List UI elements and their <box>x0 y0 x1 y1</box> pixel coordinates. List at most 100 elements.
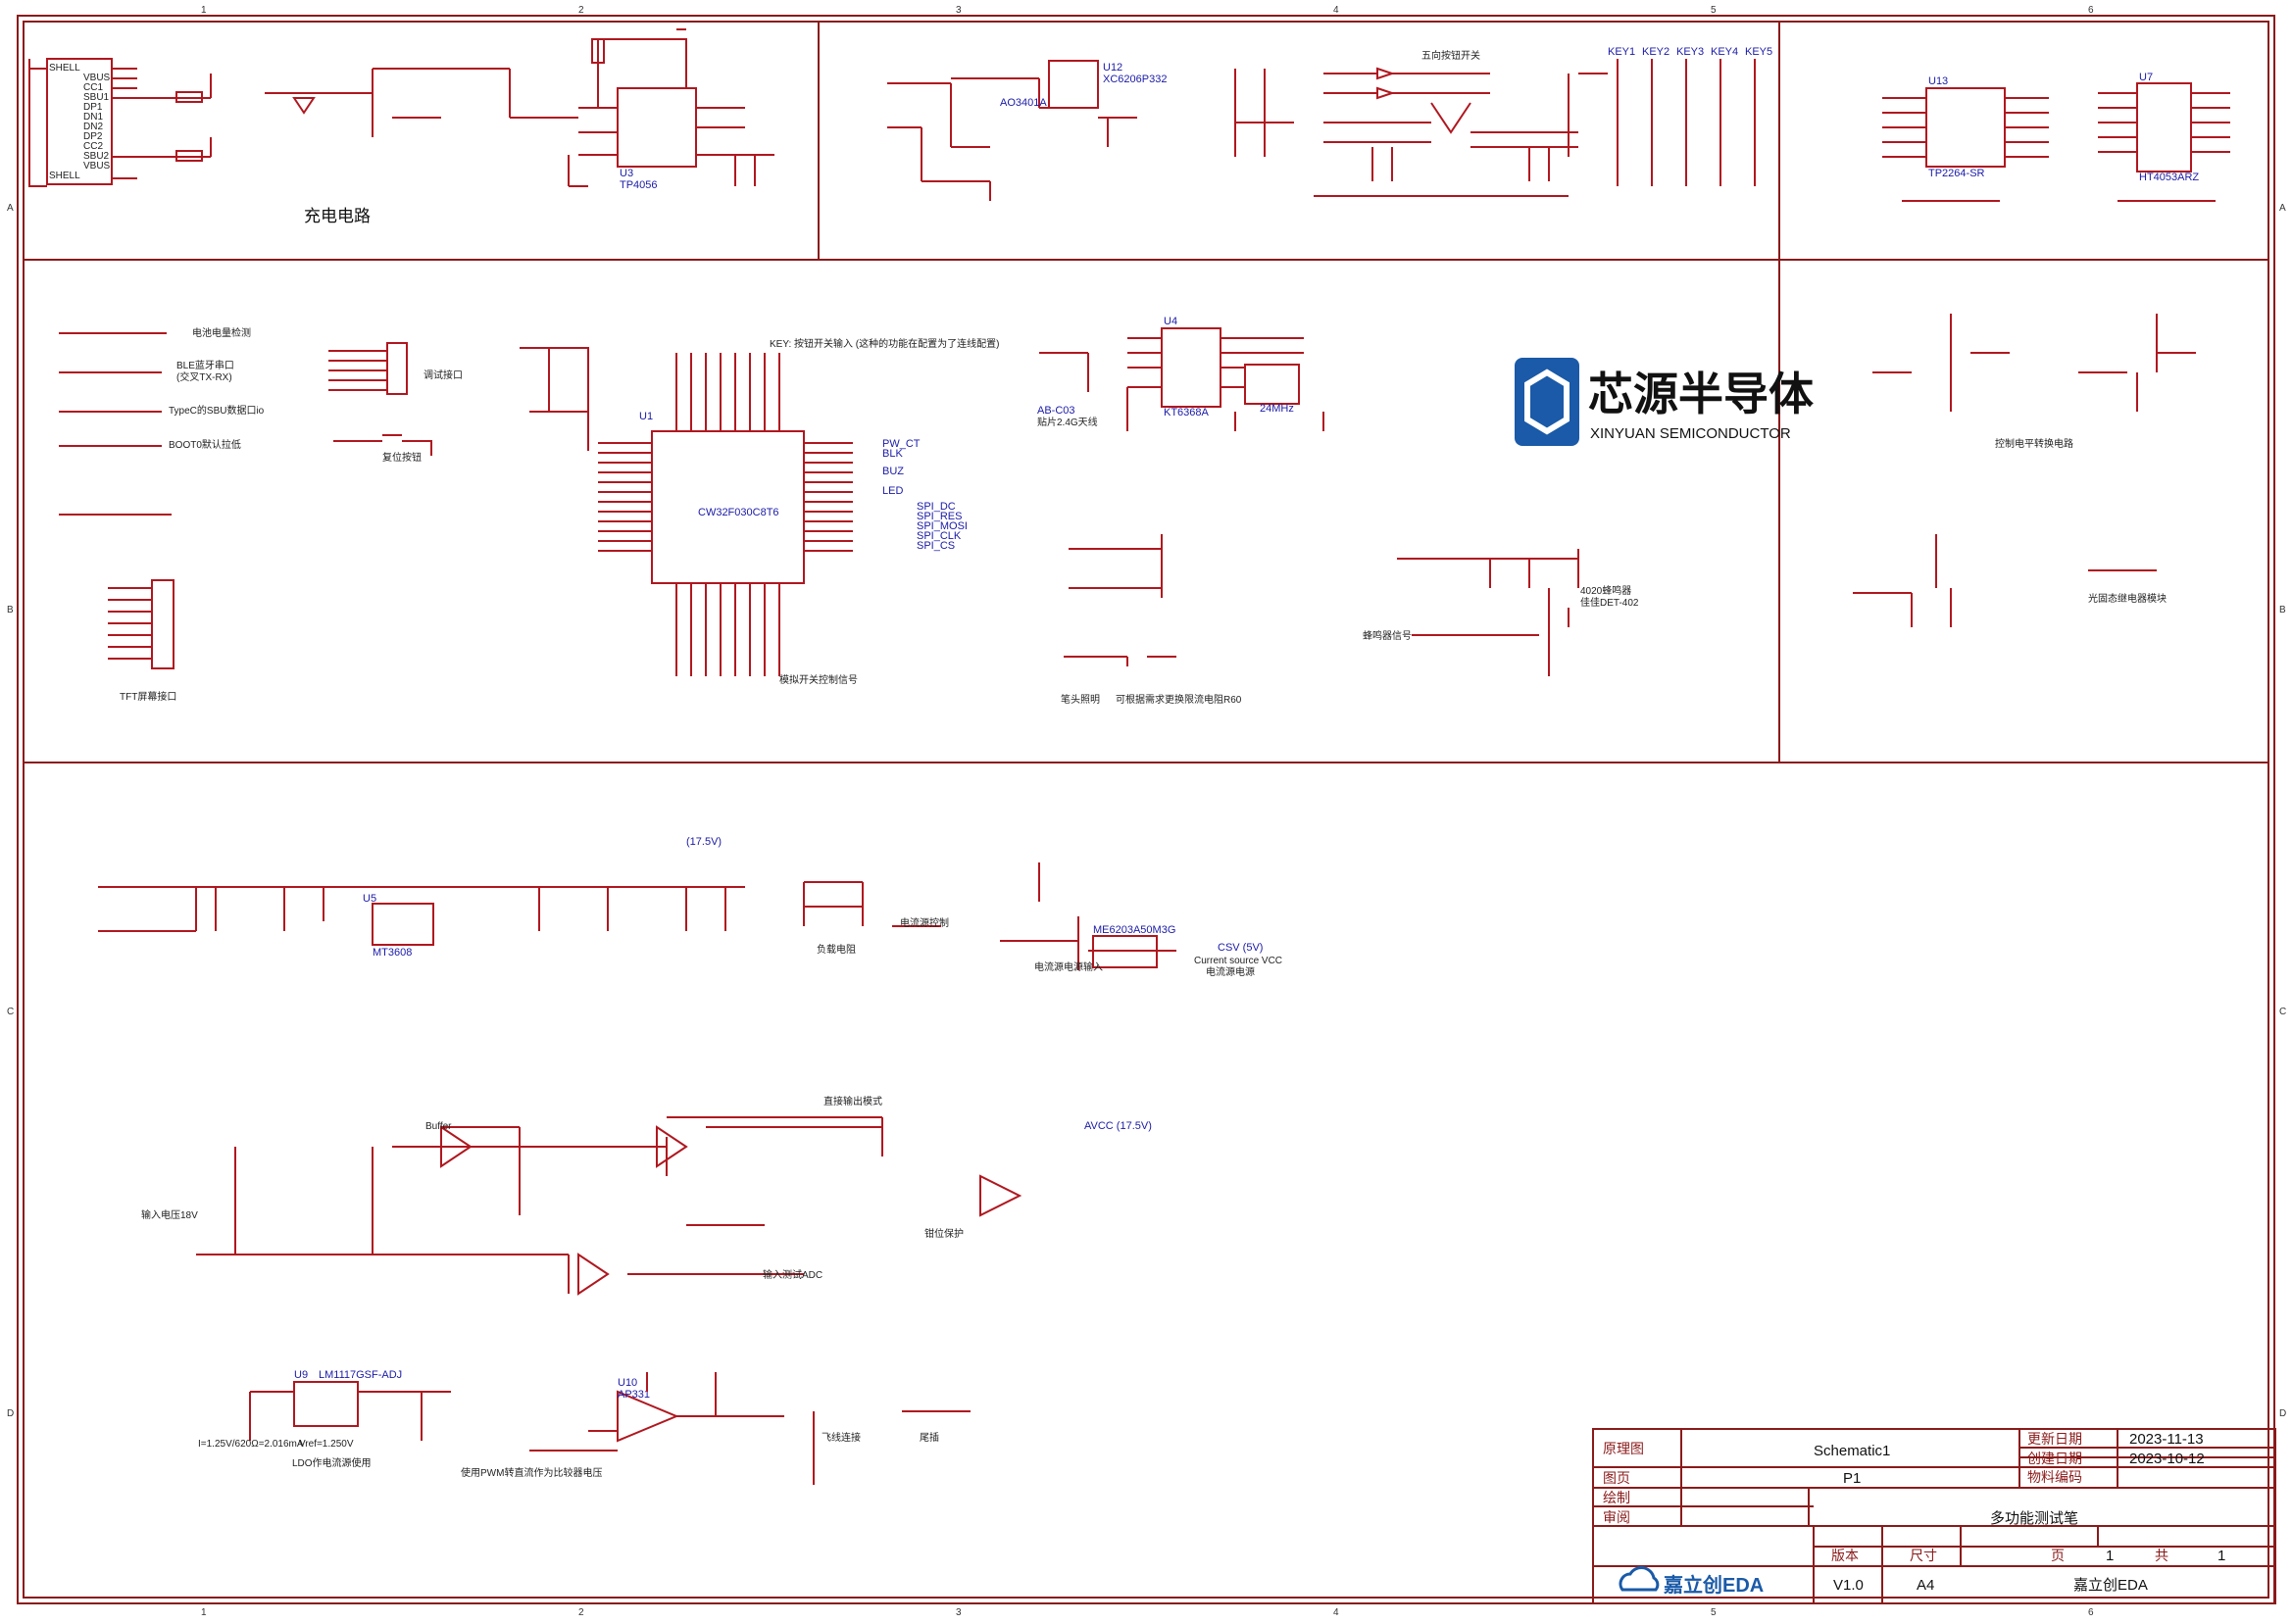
comparator-part: AP331 <box>618 1389 650 1401</box>
mux-part: HT4053ARZ <box>2139 172 2199 183</box>
column-number: 4 <box>1333 5 1339 16</box>
adc-test-note: 输入测试ADC <box>763 1268 822 1281</box>
row-letter: D <box>7 1408 14 1419</box>
row-letter: C <box>7 1007 14 1017</box>
material-code-label: 物料编码 <box>2027 1469 2082 1485</box>
version-value: V1.0 <box>1833 1577 1864 1594</box>
row-letter: B <box>2279 605 2286 615</box>
tvs-note: 输入电压18V <box>141 1208 198 1221</box>
column-number: 4 <box>1333 1607 1339 1618</box>
boost-part: MT3608 <box>373 947 412 959</box>
current-source-note: Current source VCC <box>1194 956 1282 966</box>
row-letter: A <box>7 203 14 214</box>
buzzer-signal-note: 蜂鸣器信号 <box>1363 629 1412 642</box>
tft-label: TFT屏幕接口 <box>120 690 176 703</box>
ldo-formula: I=1.25V/620Ω=2.016mA <box>198 1439 304 1450</box>
ldo-note: LDO作电流源使用 <box>292 1456 372 1469</box>
opamp-ref: U13 <box>1928 75 1948 87</box>
schematic-name: Schematic1 <box>1814 1443 1890 1459</box>
size-value: A4 <box>1917 1577 1934 1594</box>
usb-pin-label: SBU1 <box>83 92 110 103</box>
title-block-label: 原理图 <box>1603 1441 1644 1456</box>
five-way-switch-label: 五向按钮开关 <box>1421 49 1480 62</box>
opamp-part: TP2264-SR <box>1928 168 1985 179</box>
page-name: P1 <box>1843 1470 1861 1487</box>
boot-note: BOOT0默认拉低 <box>169 438 241 451</box>
avcc-note: AVCC (17.5V) <box>1084 1120 1152 1132</box>
mcu-u1: U1 CW32F030C8T6 <box>520 347 853 676</box>
ldo2-part: LM1117GSF-ADJ <box>319 1369 402 1381</box>
mux-u7: U7 HT4053ARZ <box>2098 72 2230 202</box>
reset-button-label: 复位按钮 <box>382 451 422 464</box>
total-label: 共 <box>2155 1548 2168 1563</box>
ldo-part: XC6206P332 <box>1103 74 1167 85</box>
current-source-out: CSV (5V) <box>1218 942 1263 954</box>
key-net-label: KEY1 <box>1608 46 1635 58</box>
row-letter: B <box>7 605 14 615</box>
mcu-right-nets: PW_CT BLK BUZ LED SPI_DC SPI_RES SPI_MOS… <box>882 438 968 552</box>
buzzer-circuit: 4020蜂鸣器 佳佳DET-402 蜂鸣器信号 <box>1363 549 1639 676</box>
charge-ic-ref: U3 <box>620 168 633 179</box>
section-dividers <box>24 22 2268 763</box>
level-shift-note: 控制电平转换电路 <box>1995 437 2073 450</box>
debug-header: 调试接口 <box>328 342 463 395</box>
charge-ic-part: TP4056 <box>620 179 658 191</box>
load-resistor-note: 负载电阻 <box>817 943 856 956</box>
column-number: 3 <box>956 5 962 16</box>
typec-sbu-note: TypeC的SBU数据口io <box>169 404 265 417</box>
ldo2-ref: U9 <box>294 1369 308 1381</box>
ble-part: KT6368A <box>1164 407 1210 418</box>
level-shift: 控制电平转换电路 光固态继电器模块 <box>1853 314 2196 627</box>
total-pages: 1 <box>2217 1548 2225 1564</box>
cs-input-note: 电流源电源输入 <box>1034 960 1103 973</box>
column-number: 5 <box>1711 1607 1717 1618</box>
comparator-ref: U10 <box>618 1377 637 1389</box>
comparator: U10 AP331 使用PWM转直流作为比较器电压 飞线连接 尾插 <box>461 1372 971 1485</box>
usb-pin-label: CC2 <box>83 141 103 152</box>
usb-pin-label: VBUS <box>83 73 111 83</box>
pmos-part: AO3401A <box>1000 97 1047 109</box>
title-block-label: 绘制 <box>1603 1490 1630 1505</box>
key-net-label: KEY5 <box>1745 46 1772 58</box>
solid-relay-note: 光固态继电器模块 <box>2088 592 2167 605</box>
ble-uart-note: BLE蓝牙串口 <box>176 360 234 371</box>
analog-chain: Buffer 直接输出模式 钳位保护 输入测试ADC 输入电压18V AVCC … <box>141 1095 1152 1296</box>
update-date: 2023-11-13 <box>2129 1431 2204 1448</box>
cloud-icon <box>1619 1566 1660 1592</box>
column-number: 6 <box>2088 1607 2094 1618</box>
usb-pin-label: CC1 <box>83 82 103 93</box>
version-label: 版本 <box>1831 1548 1859 1563</box>
usb-pin-label: DN1 <box>83 112 103 123</box>
pen-light-note: 笔头照明 <box>1061 693 1100 706</box>
clamp-label: 钳位保护 <box>924 1227 964 1240</box>
column-number: 2 <box>578 5 584 16</box>
cs-ctrl-note: 电流源控制 <box>900 916 949 929</box>
mcu-part: CW32F030C8T6 <box>698 507 779 518</box>
key-input-note: KEY: 按钮开关输入 (这种的功能在配置为了连线配置) <box>770 337 999 350</box>
mode-switch-note: 模拟开关控制信号 <box>779 673 858 686</box>
usb-pin-label: DP1 <box>83 102 103 113</box>
supply-voltage-note: (17.5V) <box>686 836 722 848</box>
ble-module: U4 KT6368A 24MHz AB-C03 贴片2.4G天线 <box>1037 316 1324 431</box>
key-net-label: KEY3 <box>1676 46 1704 58</box>
cs-power-note: 电流源电源 <box>1206 965 1255 978</box>
usb-pin-label: DP2 <box>83 131 103 142</box>
page-number: 1 <box>2106 1548 2114 1564</box>
mcu-ref: U1 <box>639 411 653 422</box>
charge-ic: U3 TP4056 <box>265 28 774 191</box>
column-number: 1 <box>201 5 207 16</box>
column-number: 5 <box>1711 5 1717 16</box>
direct-mode-label: 直接输出模式 <box>823 1095 882 1107</box>
title-block-label: 图页 <box>1603 1470 1630 1486</box>
boost-ref: U5 <box>363 893 376 905</box>
usb-pin-label: DN2 <box>83 122 103 132</box>
opamp-u13: U13 TP2264-SR <box>1882 75 2049 202</box>
column-number: 2 <box>578 1607 584 1618</box>
row-ruler: A B C D A B C D <box>7 203 2286 1419</box>
ble-ref: U4 <box>1164 316 1177 327</box>
vref-note: Vref=1.250V <box>299 1439 354 1450</box>
charging-section-title: 充电电路 <box>304 207 371 225</box>
size-label: 尺寸 <box>1910 1548 1937 1563</box>
key-net-label: KEY4 <box>1711 46 1738 58</box>
column-ruler: 1 2 3 4 5 6 1 2 3 4 5 6 <box>201 5 2094 1618</box>
